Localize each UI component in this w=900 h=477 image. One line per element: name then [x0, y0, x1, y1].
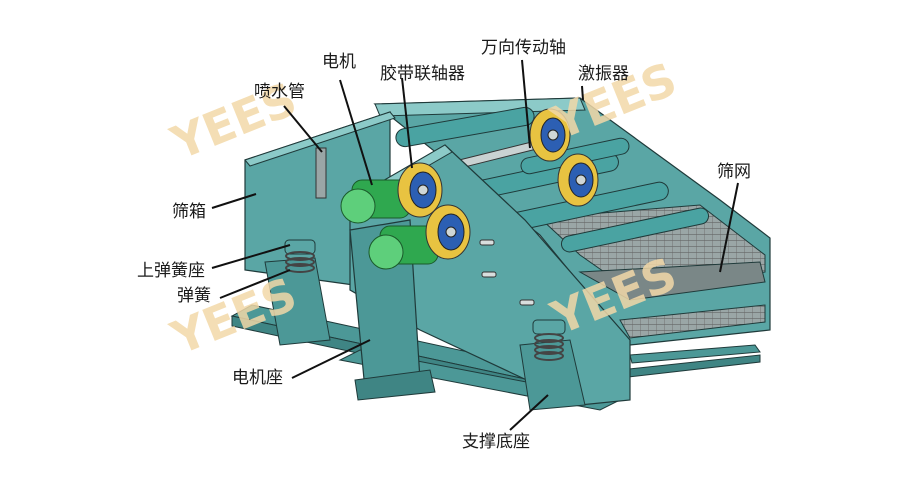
leader-screen-mesh [719, 182, 739, 273]
supports [264, 239, 586, 411]
label-spring: 弹簧 [177, 286, 211, 306]
label-support-base: 支撑底座 [462, 432, 530, 452]
label-screen-mesh: 筛网 [717, 162, 751, 182]
leader-spring [219, 269, 291, 299]
leader-spray-pipe [283, 105, 323, 153]
label-screen-box: 筛箱 [172, 202, 206, 222]
label-rubber-coupling: 胶带联轴器 [380, 64, 465, 84]
leader-lines [211, 59, 739, 431]
leader-motor-base [291, 339, 371, 379]
label-spray-pipe: 喷水管 [254, 82, 305, 102]
motors [340, 162, 471, 270]
spring-left [285, 251, 315, 273]
label-exciter: 激振器 [578, 64, 629, 84]
leader-universal-shaft [521, 59, 531, 149]
leader-screen-box [211, 193, 257, 209]
label-universal-shaft: 万向传动轴 [481, 38, 566, 58]
leader-exciter [581, 85, 584, 101]
leader-upper-spring-seat [211, 244, 291, 269]
label-motor-base: 电机座 [232, 368, 283, 388]
label-upper-spring-seat: 上弹簧座 [137, 261, 205, 281]
leader-support-base [509, 394, 549, 431]
spray-pipe [315, 147, 327, 199]
leader-motor [339, 79, 373, 186]
leader-coupling [401, 77, 413, 169]
exciters [529, 108, 599, 207]
label-motor: 电机 [322, 52, 356, 72]
watermark-3: YEES [163, 267, 304, 366]
spring-right [534, 333, 564, 361]
screen-mesh [538, 204, 766, 339]
